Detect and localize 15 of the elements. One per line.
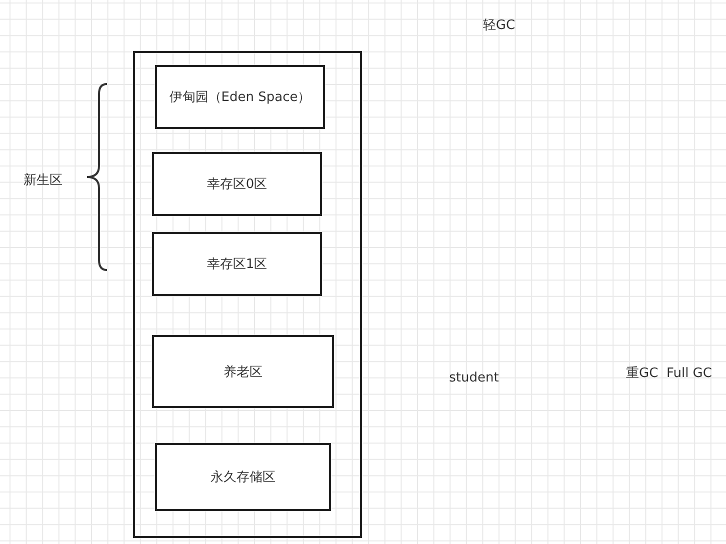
- heap-box: [133, 51, 362, 538]
- memory-region-box: [152, 335, 334, 408]
- memory-region-box: [155, 65, 325, 129]
- region-label: 养老区: [224, 364, 262, 380]
- memory-region-box: [152, 152, 322, 216]
- region-label: 幸存区1区: [206, 256, 268, 273]
- memory-region-box: [152, 232, 322, 296]
- object-label: student: [449, 370, 499, 386]
- memory-region-box: [155, 443, 331, 511]
- group-label: 新生区: [24, 172, 62, 189]
- region-label: 伊甸园（Eden Space）: [169, 89, 311, 106]
- heading-text: 轻GC: [482, 17, 516, 34]
- heading-text: 重GC Full GC: [626, 365, 712, 382]
- region-label: 幸存区0区: [206, 176, 268, 193]
- region-label: 永久存储区: [210, 469, 276, 486]
